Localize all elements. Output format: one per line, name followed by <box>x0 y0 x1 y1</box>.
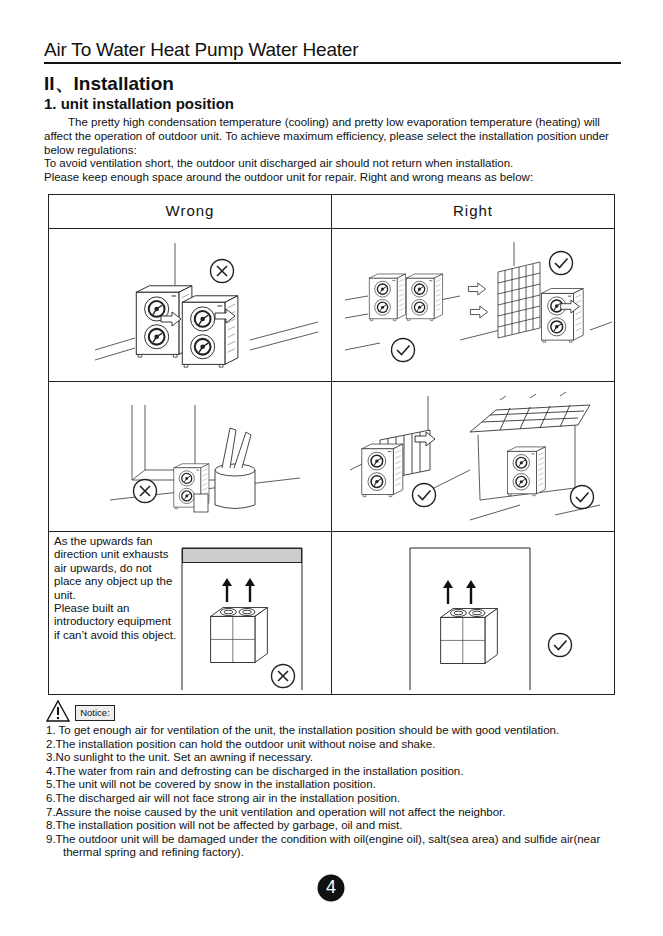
notice-item: 1. To get enough air for ventilation of … <box>46 724 611 738</box>
notice-box-text: Notice: <box>76 707 114 718</box>
notice-item: 3.No sunlight to the unit. Set an awning… <box>46 751 611 765</box>
notice-box: Notice: <box>75 705 115 721</box>
notice-item: 7.Assure the noise caused by the unit ve… <box>46 806 611 820</box>
notice-item: 9.The outdoor unit will be damaged under… <box>46 833 611 860</box>
notice-item: 2.The installation position can hold the… <box>46 738 611 752</box>
note-cell-text: Please built an introductory equipment i… <box>54 602 178 642</box>
column-header: Wrong <box>49 195 331 228</box>
note-cell: As the upwards fan direction unit exhaus… <box>54 535 178 642</box>
notice-item: 8.The installation position will not be … <box>46 819 611 833</box>
body-paragraph: To avoid ventilation short, the outdoor … <box>44 157 618 171</box>
notice-item: 5.The unit will not be covered by snow i… <box>46 778 611 792</box>
column-header: Right <box>332 195 614 228</box>
subsection-heading: 1. unit installation position <box>44 95 444 112</box>
page-number: 4 <box>317 874 345 902</box>
column-header-text: Wrong <box>49 202 331 219</box>
note-cell-text: As the upwards fan direction unit exhaus… <box>54 535 178 602</box>
body-paragraph: The pretty high condensation temperature… <box>44 116 618 157</box>
page-number-text: 4 <box>317 877 345 898</box>
page-header: Air To Water Heat Pump Water Heater <box>44 39 604 61</box>
page-number-disc <box>318 875 345 902</box>
section-heading: II、Installation <box>44 71 444 97</box>
notice-item: 6.The discharged air will not face stron… <box>46 792 611 806</box>
column-header-text: Right <box>332 202 614 219</box>
notice-item: 4.The water from rain and defrosting can… <box>46 765 611 779</box>
body-paragraph: Please keep enough space around the outd… <box>44 171 618 185</box>
